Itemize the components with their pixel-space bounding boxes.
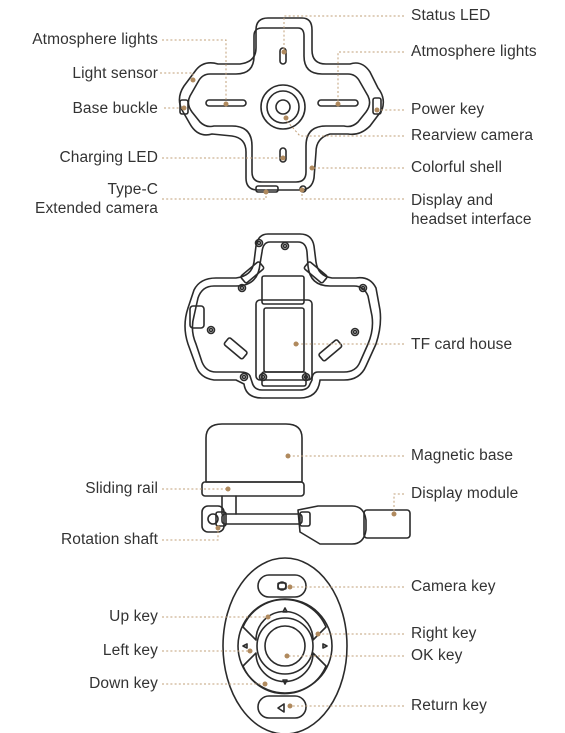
label-display-headset-line2: headset interface bbox=[411, 211, 532, 228]
label-atmosphere-lights-right: Atmosphere lights bbox=[411, 43, 537, 60]
remote-controller bbox=[222, 557, 348, 733]
label-sliding-rail: Sliding rail bbox=[85, 480, 158, 497]
device-top-view bbox=[178, 17, 385, 193]
callout-leaders bbox=[160, 15, 404, 709]
label-base-buckle: Base buckle bbox=[72, 100, 158, 117]
label-rearview-camera: Rearview camera bbox=[411, 127, 534, 144]
label-magnetic-base: Magnetic base bbox=[411, 447, 514, 464]
label-extended-camera: Extended camera bbox=[35, 200, 158, 217]
label-atmosphere-lights-left: Atmosphere lights bbox=[32, 31, 158, 48]
label-tf-card-house: TF card house bbox=[411, 336, 513, 353]
label-power-key: Power key bbox=[411, 101, 485, 118]
label-down-key: Down key bbox=[89, 675, 158, 692]
label-rotation-shaft: Rotation shaft bbox=[60, 531, 158, 548]
label-charging-led: Charging LED bbox=[59, 149, 158, 166]
label-display-headset-line1: Display and bbox=[411, 192, 494, 209]
device-bottom-view bbox=[184, 233, 382, 399]
label-display-module: Display module bbox=[411, 485, 519, 502]
label-light-sensor: Light sensor bbox=[72, 65, 158, 82]
device-side-view bbox=[201, 423, 411, 545]
label-status-led: Status LED bbox=[411, 7, 491, 24]
label-return-key: Return key bbox=[411, 697, 487, 714]
label-left-key: Left key bbox=[102, 642, 158, 659]
label-ok-key: OK key bbox=[411, 647, 463, 664]
label-colorful-shell: Colorful shell bbox=[411, 159, 502, 176]
label-up-key: Up key bbox=[109, 608, 158, 625]
label-camera-key: Camera key bbox=[411, 578, 496, 595]
label-right-key: Right key bbox=[411, 625, 477, 642]
label-type-c: Type-C bbox=[107, 181, 158, 198]
